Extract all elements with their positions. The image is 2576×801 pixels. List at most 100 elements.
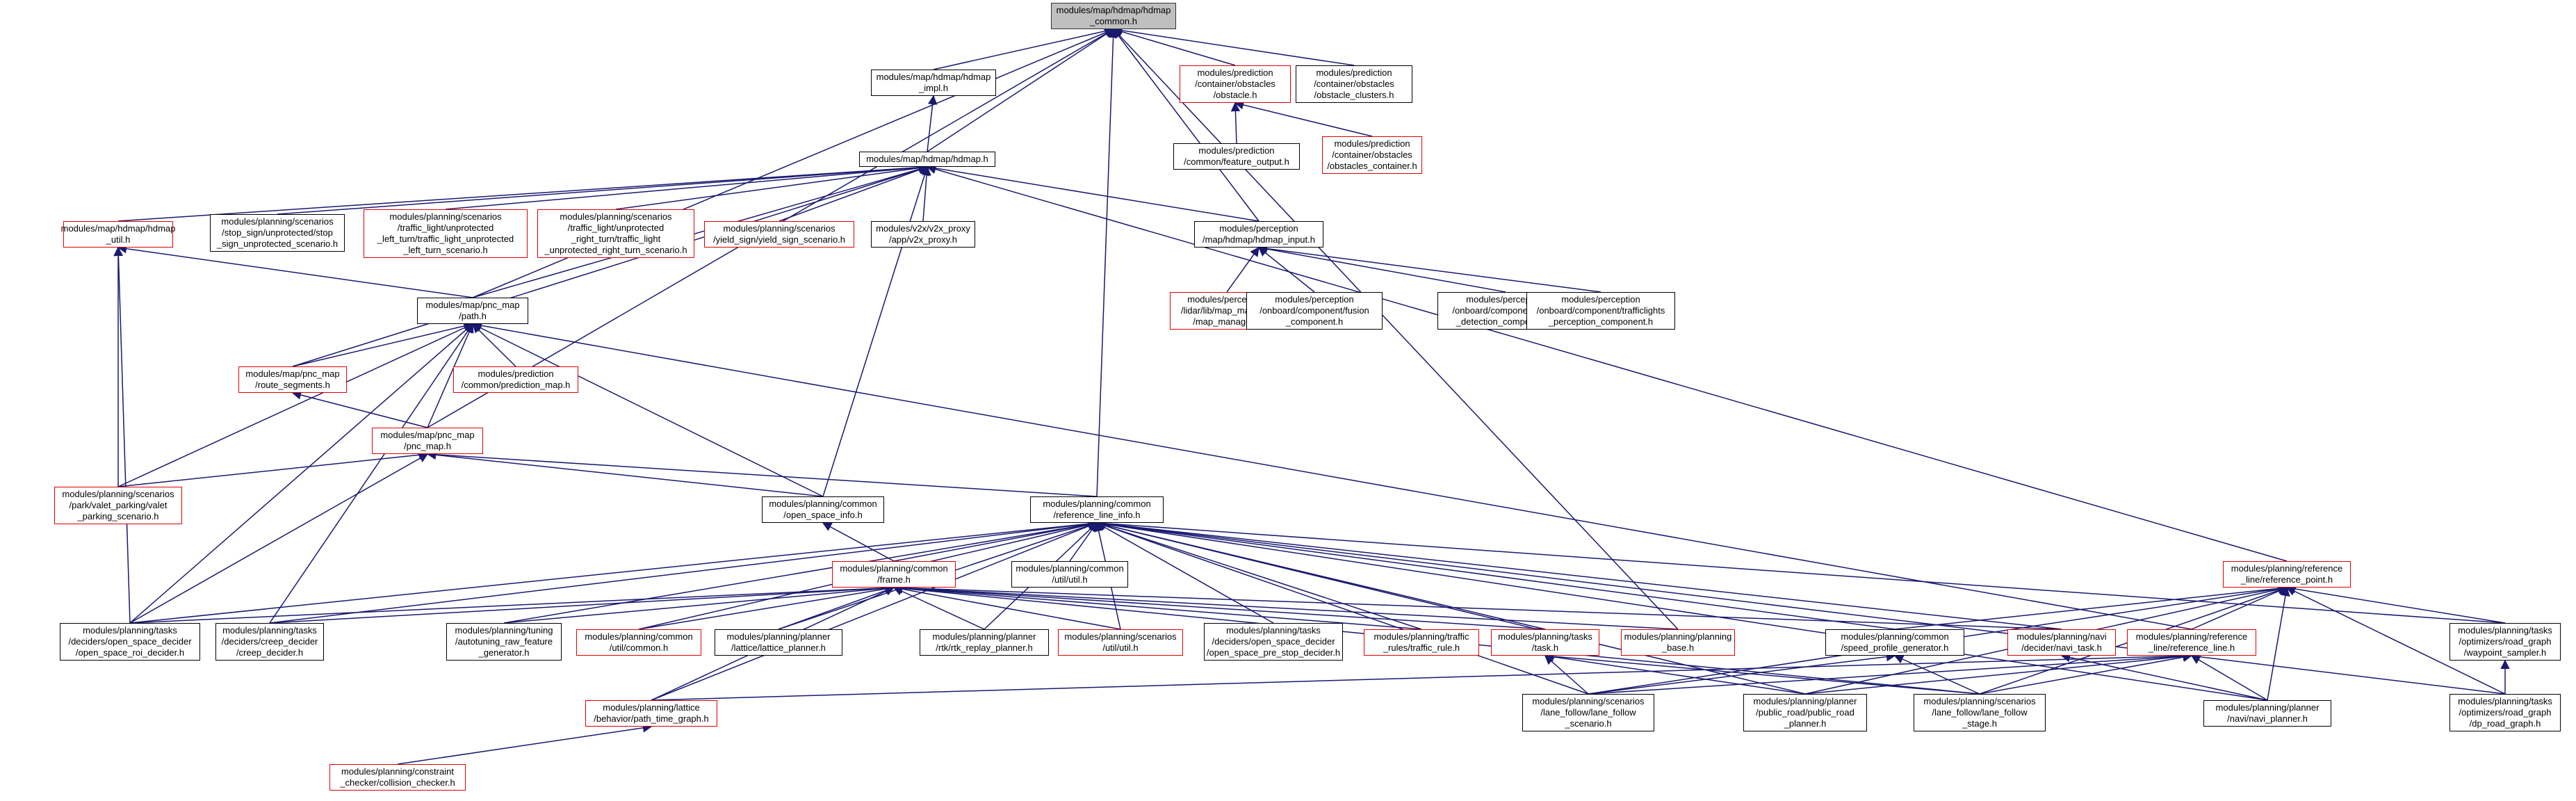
edge-navi_planner-to-navi_task <box>2060 652 2268 701</box>
node-hdmap-input[interactable]: modules/perception /map/hdmap/hdmap_inpu… <box>1194 221 1323 248</box>
edge-lane_follow_scenario-to-ref_line <box>1588 652 2193 695</box>
edge-open_space_roi-to-pnc_map <box>129 453 429 624</box>
edge-ref_line-to-ref_point <box>2191 586 2288 630</box>
edge-creep_decider-to-ref_line_info <box>269 519 1098 624</box>
edge-tl_right-to-hdmap <box>615 163 929 210</box>
edge-open_space_info-to-pnc_map <box>426 450 824 497</box>
node-open-space-roi-decider[interactable]: modules/planning/tasks /deciders/open_sp… <box>60 623 200 661</box>
node-scenarios-util[interactable]: modules/planning/scenarios /util/util.h <box>1058 629 1183 656</box>
node-reference-point[interactable]: modules/planning/reference _line/referen… <box>2223 561 2351 588</box>
node-rtk-replay-planner[interactable]: modules/planning/planner /rtk/rtk_replay… <box>920 629 1049 656</box>
node-feature-output[interactable]: modules/prediction /common/feature_outpu… <box>1173 143 1300 170</box>
node-yield-sign-scenario[interactable]: modules/planning/scenarios /yield_sign/y… <box>704 221 854 248</box>
edge-open_space_roi-to-frame <box>129 583 895 624</box>
node-lane-follow-stage[interactable]: modules/planning/scenarios /lane_follow/… <box>1914 694 2046 731</box>
node-navi-planner[interactable]: modules/planning/planner /navi/navi_plan… <box>2203 700 2331 727</box>
node-autotuning-raw-feature-generator[interactable]: modules/planning/tuning /autotuning_raw_… <box>446 623 562 661</box>
node-speed-profile-generator[interactable]: modules/planning/common /speed_profile_g… <box>1825 629 1964 656</box>
edge-lattice_planner-to-frame <box>778 585 895 630</box>
node-traffic-light-left-turn[interactable]: modules/planning/scenarios /traffic_ligh… <box>364 209 528 258</box>
edge-pred_obstacle_clusters-to-root <box>1112 26 1355 66</box>
edge-ref_point-to-hdmap <box>926 164 2288 562</box>
node-creep-decider[interactable]: modules/planning/tasks /deciders/creep_d… <box>215 623 324 661</box>
node-open-space-info[interactable]: modules/planning/common /open_space_info… <box>762 496 884 523</box>
node-open-space-pre-stop-decider[interactable]: modules/planning/tasks /deciders/open_sp… <box>1204 623 1343 661</box>
edge-navi_task-to-frame <box>892 583 2062 630</box>
node-pnc-path[interactable]: modules/map/pnc_map /path.h <box>417 298 528 324</box>
edge-obstacles_container-to-pred_obstacle <box>1234 100 1373 137</box>
edge-route_segments-to-hdmap <box>292 165 929 367</box>
edge-hdmap_input-to-root <box>1113 28 1260 222</box>
node-lane-follow-scenario[interactable]: modules/planning/scenarios /lane_follow/… <box>1522 694 1654 731</box>
node-route-segments[interactable]: modules/map/pnc_map /route_segments.h <box>238 366 347 393</box>
node-valet-parking-scenario[interactable]: modules/planning/scenarios /park/valet_p… <box>54 487 182 524</box>
edge-yield_sign-to-hdmap <box>778 165 929 222</box>
node-prediction-obstacle-clusters[interactable]: modules/prediction /container/obstacles … <box>1296 65 1412 103</box>
edge-lane_follow_stage-to-task <box>1544 652 1980 695</box>
node-path-time-graph[interactable]: modules/planning/lattice /behavior/path_… <box>585 700 717 727</box>
node-dp-road-graph[interactable]: modules/planning/tasks /optimizers/road_… <box>2449 694 2561 731</box>
edge-route_segments-to-pnc_path <box>292 321 474 367</box>
edge-autotuning-to-frame <box>503 583 895 624</box>
node-public-road-planner[interactable]: modules/planning/planner /public_road/pu… <box>1743 694 1867 731</box>
edge-hdmap_impl-to-root <box>933 26 1115 70</box>
edge-planning_base-to-root <box>1113 29 1679 630</box>
edge-hdmap_input-to-hdmap <box>926 163 1260 222</box>
node-pnc-map[interactable]: modules/map/pnc_map /pnc_map.h <box>372 428 483 454</box>
node-hdmap[interactable]: modules/map/hdmap/hdmap.h <box>859 152 995 167</box>
node-util-common[interactable]: modules/planning/common /util/common.h <box>576 629 701 656</box>
edge-waypoint_sampler-to-ref_line_info <box>1095 519 2506 624</box>
node-obstacles-container[interactable]: modules/prediction /container/obstacles … <box>1322 136 1422 174</box>
node-reference-line[interactable]: modules/planning/reference _line/referen… <box>2127 629 2256 656</box>
edge-navi_task-to-ref_line_info <box>1095 519 2062 630</box>
edge-pred_obstacle-to-root <box>1112 26 1236 66</box>
edge-map_manager-to-hdmap_input <box>1226 246 1260 293</box>
node-util-util[interactable]: modules/planning/common /util/util.h <box>1011 561 1128 588</box>
node-reference-line-info[interactable]: modules/planning/common /reference_line_… <box>1030 496 1164 523</box>
node-waypoint-sampler[interactable]: modules/planning/tasks /optimizers/road_… <box>2449 623 2561 661</box>
edge-traffic_rule-to-ref_line_info <box>1095 521 1422 630</box>
edge-valet_parking-to-pnc_path <box>117 323 474 487</box>
edge-fusion_component-to-hdmap_input <box>1257 247 1315 293</box>
node-navi-task[interactable]: modules/planning/navi /decider/navi_task… <box>2007 629 2116 656</box>
edge-creep_decider-to-frame <box>269 583 895 624</box>
edge-open_space_info-to-pnc_path <box>471 323 824 497</box>
edge-radar_component-to-hdmap_input <box>1257 244 1506 293</box>
edge-rtk_replay-to-frame <box>892 586 985 630</box>
edge-autotuning-to-ref_line_info <box>503 519 1098 624</box>
edge-public_road-to-task <box>1544 652 1806 695</box>
edge-open_space_roi-to-ref_line_info <box>129 519 1098 624</box>
edge-path_time_graph-to-ref_line_info <box>651 521 1098 701</box>
node-prediction-map[interactable]: modules/prediction /common/prediction_ma… <box>453 366 578 393</box>
node-fusion-component[interactable]: modules/perception /onboard/component/fu… <box>1246 292 1383 330</box>
edge-pnc_path-to-hdmap <box>472 164 929 298</box>
node-v2x-proxy[interactable]: modules/v2x/v2x_proxy /app/v2x_proxy.h <box>871 221 975 248</box>
edge-hdmap-to-root <box>927 29 1115 152</box>
edge-path_time_graph-to-ref_line <box>651 651 2193 701</box>
node-lattice-planner[interactable]: modules/planning/planner /lattice/lattic… <box>715 629 842 656</box>
edge-hdmap_util-to-hdmap <box>117 163 929 222</box>
node-collision-checker[interactable]: modules/planning/constraint _checker/col… <box>329 764 466 791</box>
node-traffic-light-right-turn[interactable]: modules/planning/scenarios /traffic_ligh… <box>537 209 694 258</box>
edge-pnc_map-to-pnc_path <box>427 323 474 428</box>
node-hdmap-impl[interactable]: modules/map/hdmap/hdmap _impl.h <box>871 70 996 96</box>
edge-feature_output-to-pred_obstacle <box>1230 102 1241 144</box>
node-trafficlights-perception-component[interactable]: modules/perception /onboard/component/tr… <box>1526 292 1675 330</box>
node-frame[interactable]: modules/planning/common /frame.h <box>832 561 956 588</box>
node-task[interactable]: modules/planning/tasks /task.h <box>1491 629 1599 656</box>
edge-speed_profile-to-ref_point <box>1894 583 2288 630</box>
edge-ref_line-to-pnc_path <box>471 321 2192 630</box>
node-traffic-rule[interactable]: modules/planning/traffic _rules/traffic_… <box>1364 629 1479 656</box>
edge-tl_perception-to-hdmap_input <box>1257 243 1601 293</box>
node-planning-base[interactable]: modules/planning/planning _base.h <box>1621 629 1735 656</box>
edge-ref_line_info-to-root <box>1096 28 1118 497</box>
node-stop-sign-scenario[interactable]: modules/planning/scenarios /stop_sign/un… <box>210 214 345 252</box>
edge-lane_follow_scenario-to-speed_profile <box>1588 652 1896 695</box>
edge-util_common-to-frame <box>638 584 895 630</box>
node-hdmap-util[interactable]: modules/map/hdmap/hdmap _util.h <box>61 221 175 248</box>
edge-open_space_roi-to-hdmap_util <box>113 246 131 624</box>
edge-creep_decider-to-pnc_path <box>269 323 473 624</box>
node-prediction-obstacle[interactable]: modules/prediction /container/obstacles … <box>1180 65 1291 103</box>
